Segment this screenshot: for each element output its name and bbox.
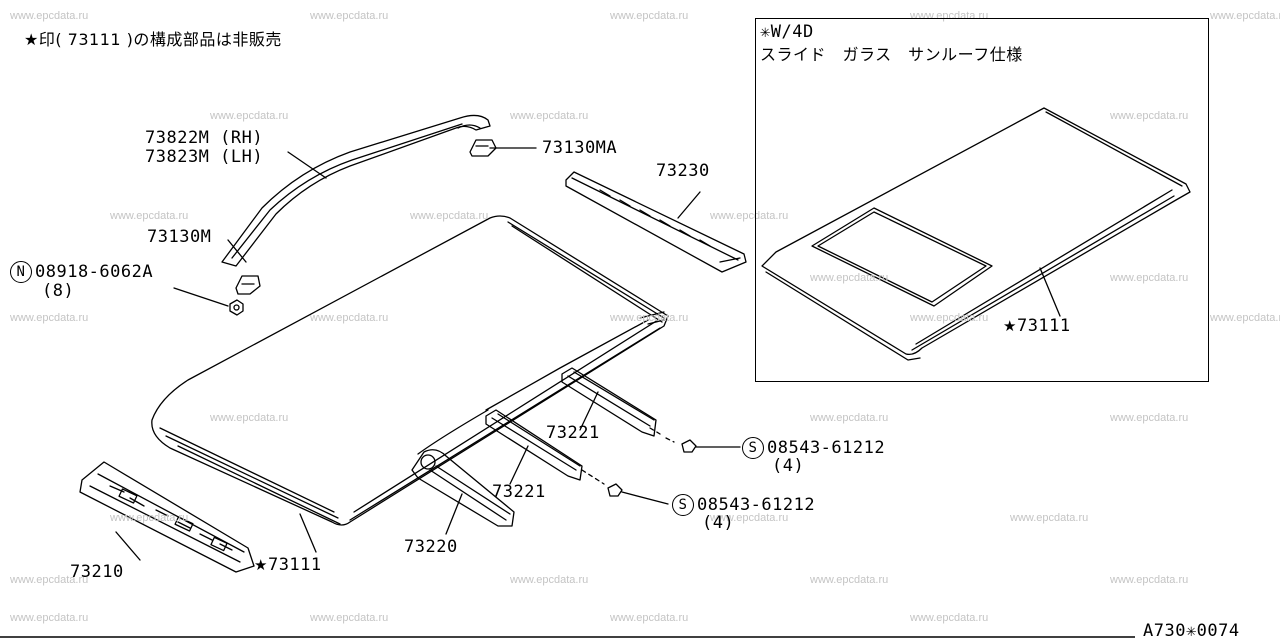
screw-b-part-number: 08543-61212 — [697, 495, 816, 515]
screw-a-drawing — [649, 427, 741, 453]
sunroof-panel-drawing — [761, 107, 1191, 361]
watermark-text: www.epcdata.ru — [110, 210, 189, 222]
watermark-text: www.epcdata.ru — [1210, 312, 1280, 324]
screw-a-part-number: 08543-61212 — [767, 438, 886, 458]
watermark-text: www.epcdata.ru — [910, 10, 989, 22]
watermark-text: www.epcdata.ru — [810, 412, 889, 424]
watermark-text: www.epcdata.ru — [810, 574, 889, 586]
screw-b-quantity: (4) — [702, 513, 735, 533]
not-sold-star-icon: ★ — [254, 556, 268, 574]
watermark-text: www.epcdata.ru — [810, 272, 889, 284]
part-label-mid-bow-upper[interactable]: 73221 — [546, 423, 600, 443]
mid-bow-lower-drawing — [485, 409, 583, 481]
watermark-text: www.epcdata.ru — [310, 312, 389, 324]
sunroof-variant-inset — [755, 18, 1209, 382]
mid-bow-upper-drawing — [561, 367, 657, 437]
part-label-rail-lh[interactable]: 73823M (LH) — [145, 147, 264, 167]
part-label-rail-rh[interactable]: 73822M (RH) — [145, 128, 264, 148]
inset-title-line1: ✳W/4D — [760, 22, 814, 42]
part-label-clip-73130ma[interactable]: 73130MA — [542, 138, 618, 158]
inset-title-line2: スライド ガラス サンルーフ仕様 — [760, 45, 1023, 64]
watermark-text: www.epcdata.ru — [710, 512, 789, 524]
not-sold-star-icon: ★ — [1003, 317, 1017, 335]
nut-drawing — [229, 299, 244, 316]
part-label-clip-73130m[interactable]: 73130M — [147, 227, 212, 247]
watermark-text: www.epcdata.ru — [10, 574, 89, 586]
screw-b-drawing — [581, 469, 669, 505]
front-bow-drawing — [411, 449, 515, 527]
clip-73130m-drawing — [235, 275, 261, 295]
part-label-front-bow[interactable]: 73220 — [404, 537, 458, 557]
watermark-text: www.epcdata.ru — [10, 612, 89, 624]
screw-symbol-icon: S — [672, 494, 694, 516]
watermark-text: www.epcdata.ru — [1110, 272, 1189, 284]
watermark-text: www.epcdata.ru — [210, 412, 289, 424]
watermark-text: www.epcdata.ru — [410, 210, 489, 222]
watermark-text: www.epcdata.ru — [1110, 110, 1189, 122]
front-rail-drawing — [79, 461, 255, 573]
watermark-text: www.epcdata.ru — [510, 574, 589, 586]
watermark-text: www.epcdata.ru — [610, 10, 689, 22]
part-label-roof-panel[interactable]: ★73111 — [254, 556, 322, 574]
leader-lines — [115, 147, 1061, 561]
inset-part-label[interactable]: ★73111 — [1003, 317, 1071, 335]
watermark-text: www.epcdata.ru — [10, 312, 89, 324]
nut-symbol-icon: N — [10, 261, 32, 283]
part-label-mid-bow-lower[interactable]: 73221 — [492, 482, 546, 502]
inset-part-number: 73111 — [1016, 316, 1071, 336]
screw-symbol-icon: S — [742, 437, 764, 459]
watermark-text: www.epcdata.ru — [510, 110, 589, 122]
roof-panel-part-number: 73111 — [267, 555, 322, 575]
watermark-text: www.epcdata.ru — [1210, 10, 1280, 22]
part-label-rear-bow[interactable]: 73230 — [656, 161, 710, 181]
watermark-text: www.epcdata.ru — [610, 612, 689, 624]
watermark-text: www.epcdata.ru — [1110, 412, 1189, 424]
watermark-text: www.epcdata.ru — [710, 210, 789, 222]
not-sold-note: ★印( 73111 )の構成部品は非販売 — [24, 30, 282, 49]
watermark-text: www.epcdata.ru — [910, 312, 989, 324]
watermark-text: www.epcdata.ru — [310, 10, 389, 22]
part-label-front-rail[interactable]: 73210 — [70, 562, 124, 582]
watermark-text: www.epcdata.ru — [910, 612, 989, 624]
nut-quantity: (8) — [42, 281, 75, 301]
screw-a-quantity: (4) — [772, 456, 805, 476]
watermark-text: www.epcdata.ru — [210, 110, 289, 122]
watermark-text: www.epcdata.ru — [610, 312, 689, 324]
page-code: A730✳0074 — [1143, 621, 1240, 641]
watermark-text: www.epcdata.ru — [110, 512, 189, 524]
roof-panel-drawing — [151, 215, 669, 526]
watermark-text: www.epcdata.ru — [310, 612, 389, 624]
watermark-text: www.epcdata.ru — [1010, 512, 1089, 524]
nut-part-number: 08918-6062A — [35, 262, 154, 282]
watermark-text: www.epcdata.ru — [1110, 574, 1189, 586]
watermark-text: www.epcdata.ru — [10, 10, 89, 22]
rear-roof-bow-drawing — [565, 171, 747, 273]
